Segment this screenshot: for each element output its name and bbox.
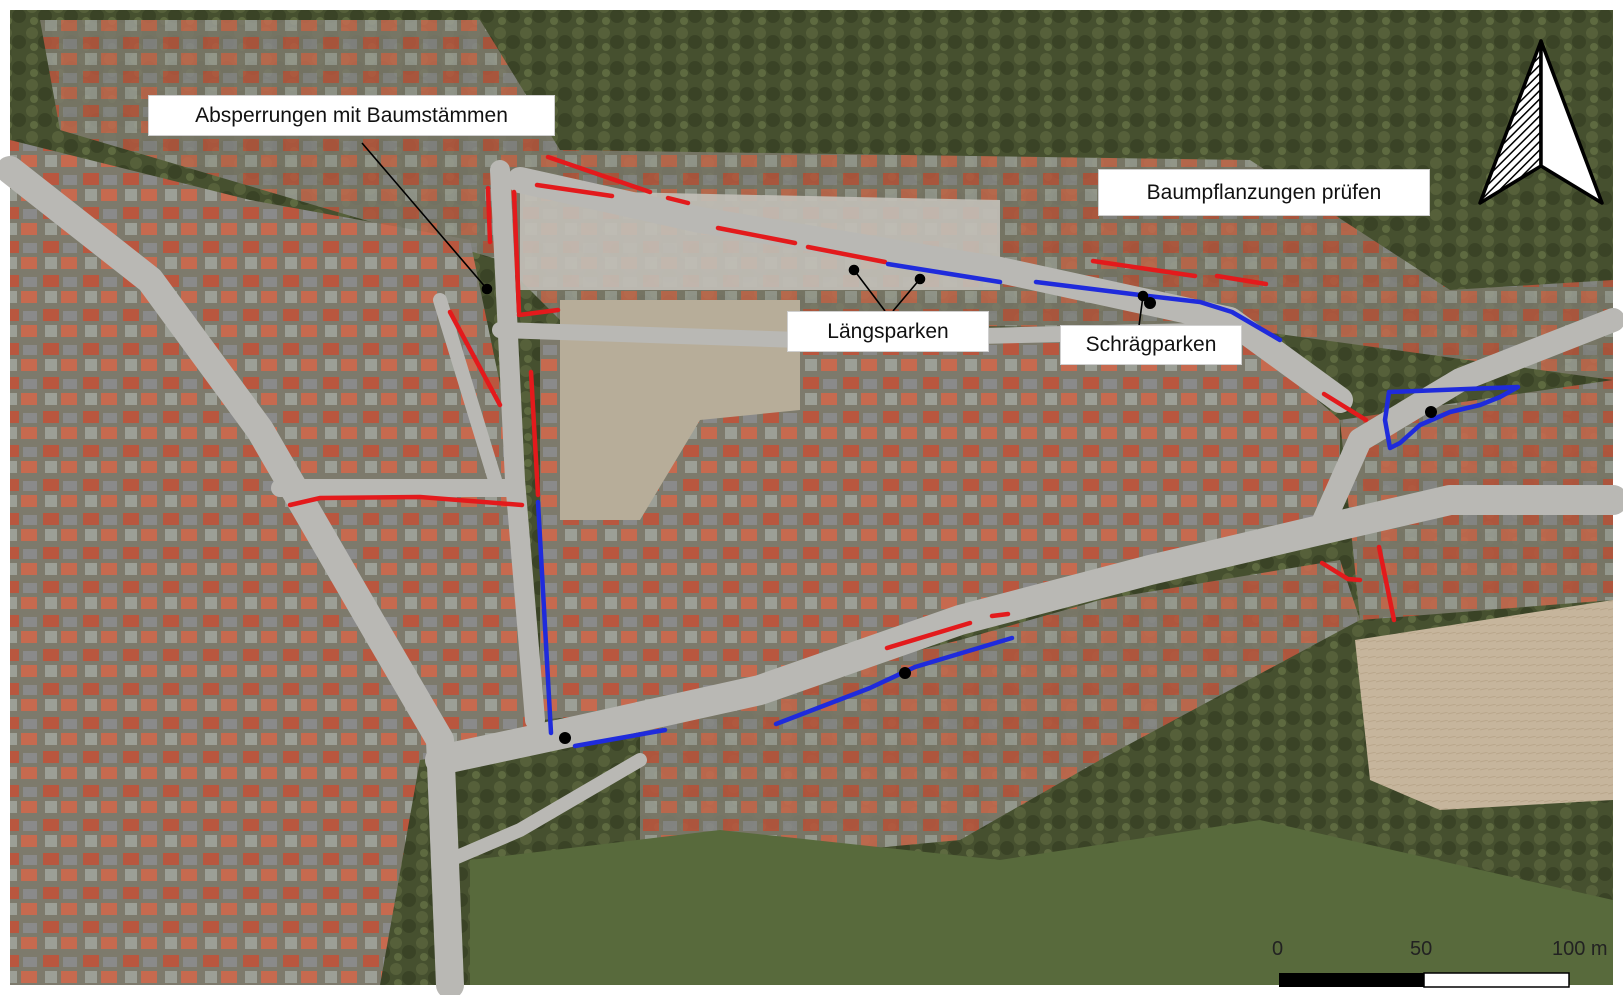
red-line: [1319, 560, 1363, 583]
blue-loop: [1382, 384, 1521, 451]
label-schraegparken: Schrägparken: [1060, 325, 1242, 365]
location-dot: [899, 667, 911, 679]
built-area-west: [10, 140, 540, 985]
blue-line: [912, 635, 1015, 670]
red-line: [805, 244, 888, 265]
red-line: [287, 494, 525, 508]
blue-line: [885, 261, 1003, 285]
red-line: [447, 309, 503, 408]
red-line: [1214, 273, 1269, 287]
red-line: [1321, 391, 1369, 423]
built-area-center: [540, 330, 1340, 720]
open-plaza: [560, 300, 800, 520]
scale-tick-50: 50: [1410, 938, 1433, 960]
leader-line-absperrungen: [361, 142, 488, 290]
street-network: [0, 156, 1623, 995]
blue-line: [572, 727, 668, 749]
location-dot: [1425, 406, 1437, 418]
label-baumpflanzungen: Baumpflanzungen prüfen: [1098, 169, 1430, 216]
red-line: [1090, 258, 1198, 279]
scale-tick-100: 100 m: [1552, 938, 1608, 960]
scale-tick-0: 0: [1272, 938, 1284, 960]
red-line: [989, 611, 1011, 619]
location-markers: [559, 297, 1437, 744]
red-line: [516, 307, 561, 318]
leader-lines: [361, 142, 1149, 327]
leader-line-laengsparken-right: [892, 278, 921, 312]
red-line: [545, 154, 653, 195]
red-line: [715, 225, 798, 246]
blue-line: [1033, 279, 1283, 343]
red-markings: [287, 154, 1397, 651]
leader-line-laengsparken-left: [853, 269, 886, 312]
red-line: [534, 182, 615, 199]
red-line: [1376, 544, 1397, 623]
north-arrow-icon: [1478, 39, 1604, 205]
scale-bar: [1279, 972, 1570, 988]
label-absperrungen: Absperrungen mit Baumstämmen: [148, 95, 555, 136]
location-dot: [559, 732, 571, 744]
red-line: [511, 189, 522, 315]
red-line: [528, 369, 541, 498]
agricultural-field: [1355, 600, 1613, 810]
red-line: [665, 195, 691, 206]
label-laengsparken: Längsparken: [787, 311, 989, 352]
built-area-south: [640, 560, 1360, 870]
blue-line: [535, 499, 554, 736]
red-line: [884, 620, 973, 651]
meadow-south: [470, 820, 1613, 985]
red-line: [485, 185, 493, 245]
location-dot: [1144, 297, 1156, 309]
